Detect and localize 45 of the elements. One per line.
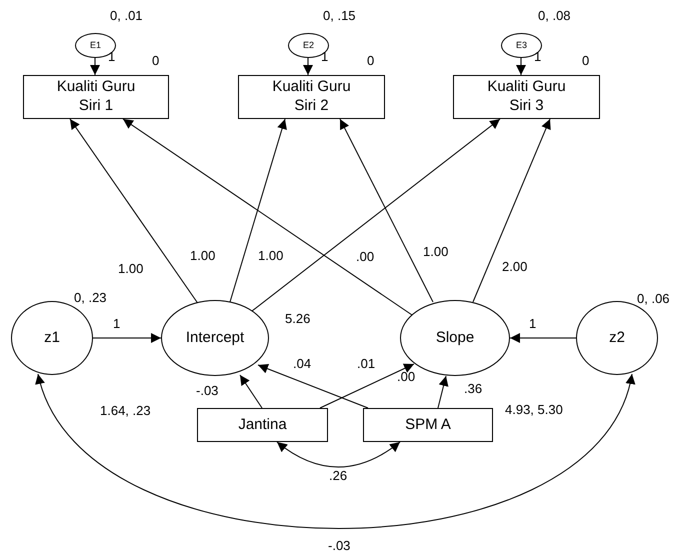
observed-variable-box: Kualiti Guru Siri 2 xyxy=(238,75,385,119)
arrow xyxy=(510,333,576,343)
observed-variable-box: SPM A xyxy=(363,408,493,442)
edge-label: -.03 xyxy=(196,384,218,397)
parameter-estimate: 4.93, 5.30 xyxy=(505,403,563,416)
edge-label: 2.00 xyxy=(502,260,528,273)
edge-label: .26 xyxy=(329,469,348,482)
arrow xyxy=(303,58,313,76)
arrow xyxy=(90,58,100,76)
arrow xyxy=(240,374,262,408)
edge-label: 1.00 xyxy=(190,249,216,262)
arrow xyxy=(472,118,551,302)
parameter-estimate: 1.64, .23 xyxy=(100,404,151,417)
arrow xyxy=(92,333,162,343)
arrow xyxy=(252,118,500,312)
parameter-estimate: 0, .15 xyxy=(323,9,356,22)
parameter-estimate: 0 xyxy=(367,54,374,67)
edge-label: 1.00 xyxy=(258,249,284,262)
arrow xyxy=(340,118,434,302)
parameter-estimate: 0 xyxy=(582,54,590,67)
observed-variable-box: Kualiti Guru Siri 3 xyxy=(453,75,600,119)
parameter-estimate: 0, .01 xyxy=(110,9,143,22)
edge-label: 1 xyxy=(529,317,536,330)
parameter-estimate: 0, .08 xyxy=(538,9,571,22)
parameter-estimate: 0, .23 xyxy=(74,291,107,304)
arrow xyxy=(37,374,634,529)
edge-label: 1 xyxy=(113,317,120,330)
arrow xyxy=(276,442,400,468)
edge-label: -.03 xyxy=(328,539,350,552)
parameter-estimate: 0 xyxy=(152,54,160,67)
parameter-estimate: 5.26 xyxy=(285,312,310,325)
arrow xyxy=(258,364,368,408)
arrow xyxy=(320,364,414,408)
edge-label: 1.00 xyxy=(118,262,144,275)
latent-variable-ellipse: Intercept xyxy=(161,300,269,376)
arrow xyxy=(230,118,287,302)
edge-label: .04 xyxy=(293,357,312,370)
edge-label: 1.00 xyxy=(423,245,448,258)
edge-label: .01 xyxy=(357,357,376,370)
arrow xyxy=(438,376,448,408)
observed-variable-box: Kualiti Guru Siri 1 xyxy=(23,75,169,119)
observed-variable-box: Jantina xyxy=(197,408,328,442)
edge-label: .36 xyxy=(464,382,482,395)
arrow xyxy=(516,58,526,76)
edge-label: .00 xyxy=(356,250,374,263)
